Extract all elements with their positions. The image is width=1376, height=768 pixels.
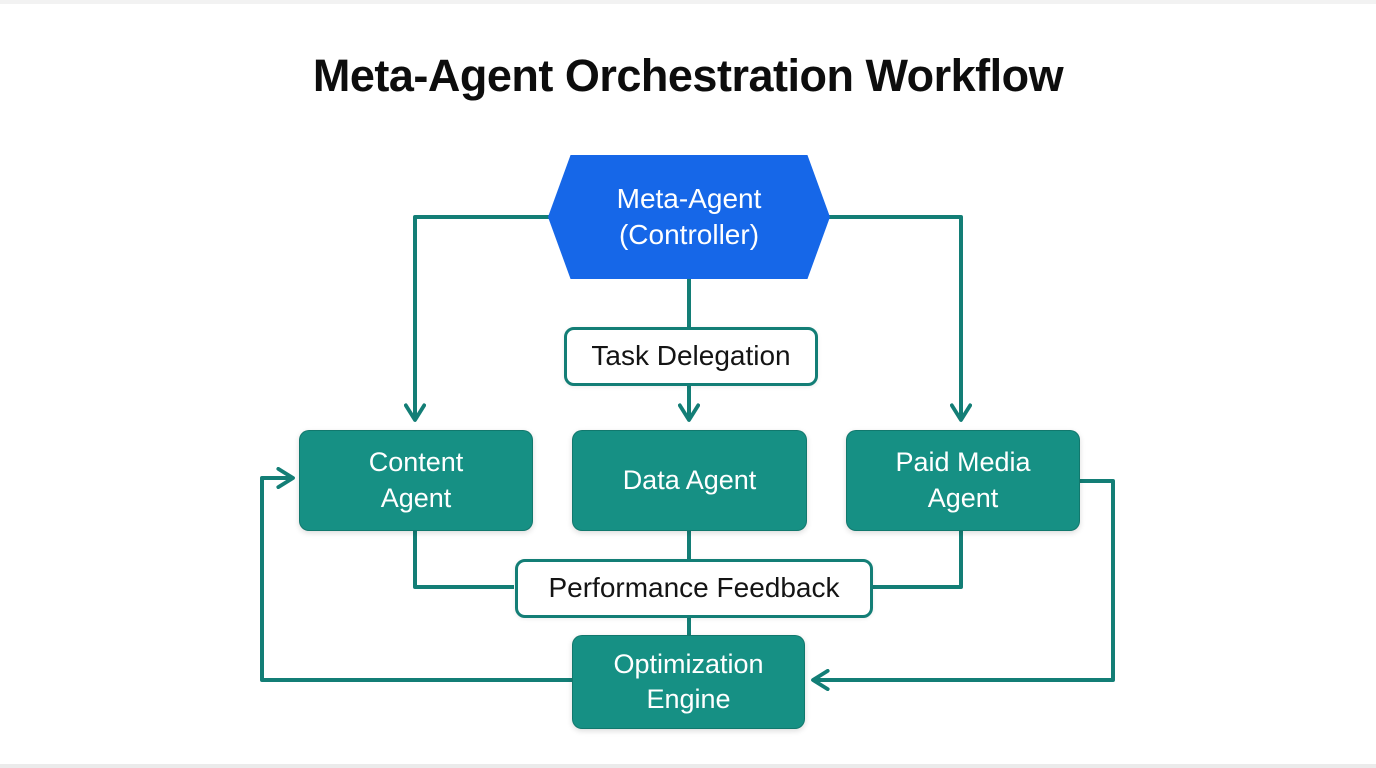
node-optimization-engine-line1: Optimization [613, 648, 764, 679]
node-content-agent: Content Agent [299, 430, 533, 531]
node-paid-media-agent-line1: Paid Media [895, 447, 1031, 478]
label-performance-feedback: Performance Feedback [515, 559, 873, 618]
bottom-edge-band [0, 764, 1376, 768]
edge-optimization-engine-to-content-agent [260, 478, 572, 682]
node-optimization-engine-line2: Engine [646, 684, 731, 714]
edge-content-agent-to-performance-feedback [413, 529, 514, 589]
node-meta-agent-controller-line2: (Controller) [618, 219, 760, 250]
node-content-agent-line2: Agent [380, 482, 452, 513]
node-data-agent-label: Data Agent [622, 464, 757, 495]
node-meta-agent-controller-line1: Meta-Agent [616, 182, 762, 214]
node-meta-agent-controller: Meta-Agent (Controller) [548, 155, 830, 279]
label-task-delegation: Task Delegation [564, 327, 818, 386]
node-paid-media-agent-line2: Agent [927, 482, 999, 513]
edge-paid-media-agent-to-optimization-engine [813, 479, 1115, 680]
label-task-delegation-text: Task Delegation [591, 340, 791, 372]
node-content-agent-line1: Content [368, 447, 464, 478]
node-data-agent: Data Agent [572, 430, 807, 531]
node-paid-media-agent: Paid Media Agent [846, 430, 1080, 531]
label-performance-feedback-text: Performance Feedback [548, 572, 840, 604]
top-edge-band [0, 0, 1376, 4]
edge-paid-media-agent-to-performance-feedback [868, 529, 963, 589]
node-optimization-engine: Optimization Engine [572, 635, 805, 729]
page-title: Meta-Agent Orchestration Workflow [312, 50, 1064, 101]
edge-controller-to-paid-media-agent [828, 215, 961, 420]
edge-controller-to-content-agent [415, 215, 549, 420]
